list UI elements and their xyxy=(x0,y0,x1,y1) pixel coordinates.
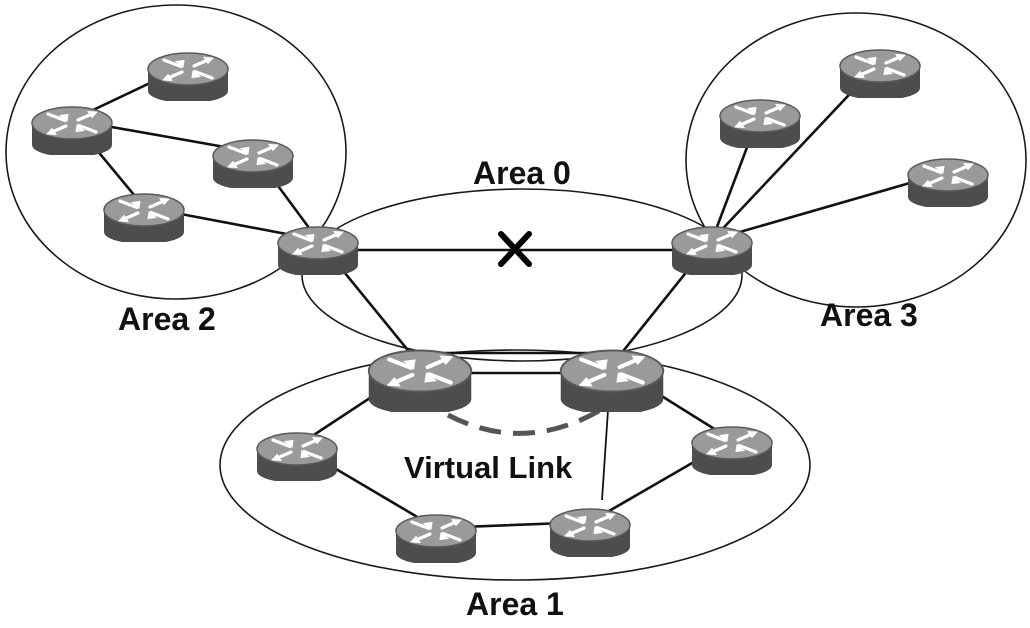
router-icon xyxy=(30,105,114,155)
router-icon xyxy=(211,138,295,188)
failed-link-x-icon xyxy=(498,231,532,267)
area0-boundary xyxy=(301,188,743,362)
router-icon xyxy=(838,48,922,98)
router-icon xyxy=(718,98,802,148)
area2-boundary xyxy=(5,4,347,300)
router-icon xyxy=(906,157,990,207)
router-icon xyxy=(670,225,754,275)
router-icon xyxy=(276,225,360,275)
area2-label: Area 2 xyxy=(118,301,216,337)
router-icon xyxy=(561,351,664,415)
virtual-link-path xyxy=(446,405,606,436)
router-icon xyxy=(548,507,632,557)
router-icon xyxy=(146,51,230,101)
router-icon xyxy=(102,192,186,242)
router-icon xyxy=(255,431,339,481)
virtual-link-label: Virtual Link xyxy=(404,450,573,485)
area3-label: Area 3 xyxy=(820,297,918,333)
area3-boundary xyxy=(685,12,1027,308)
area1-label: Area 1 xyxy=(466,586,564,622)
router-icon xyxy=(394,513,478,563)
router-icon xyxy=(690,425,774,475)
area1-boundary xyxy=(219,349,811,581)
router-icon xyxy=(369,351,472,415)
area0-label: Area 0 xyxy=(473,155,571,191)
